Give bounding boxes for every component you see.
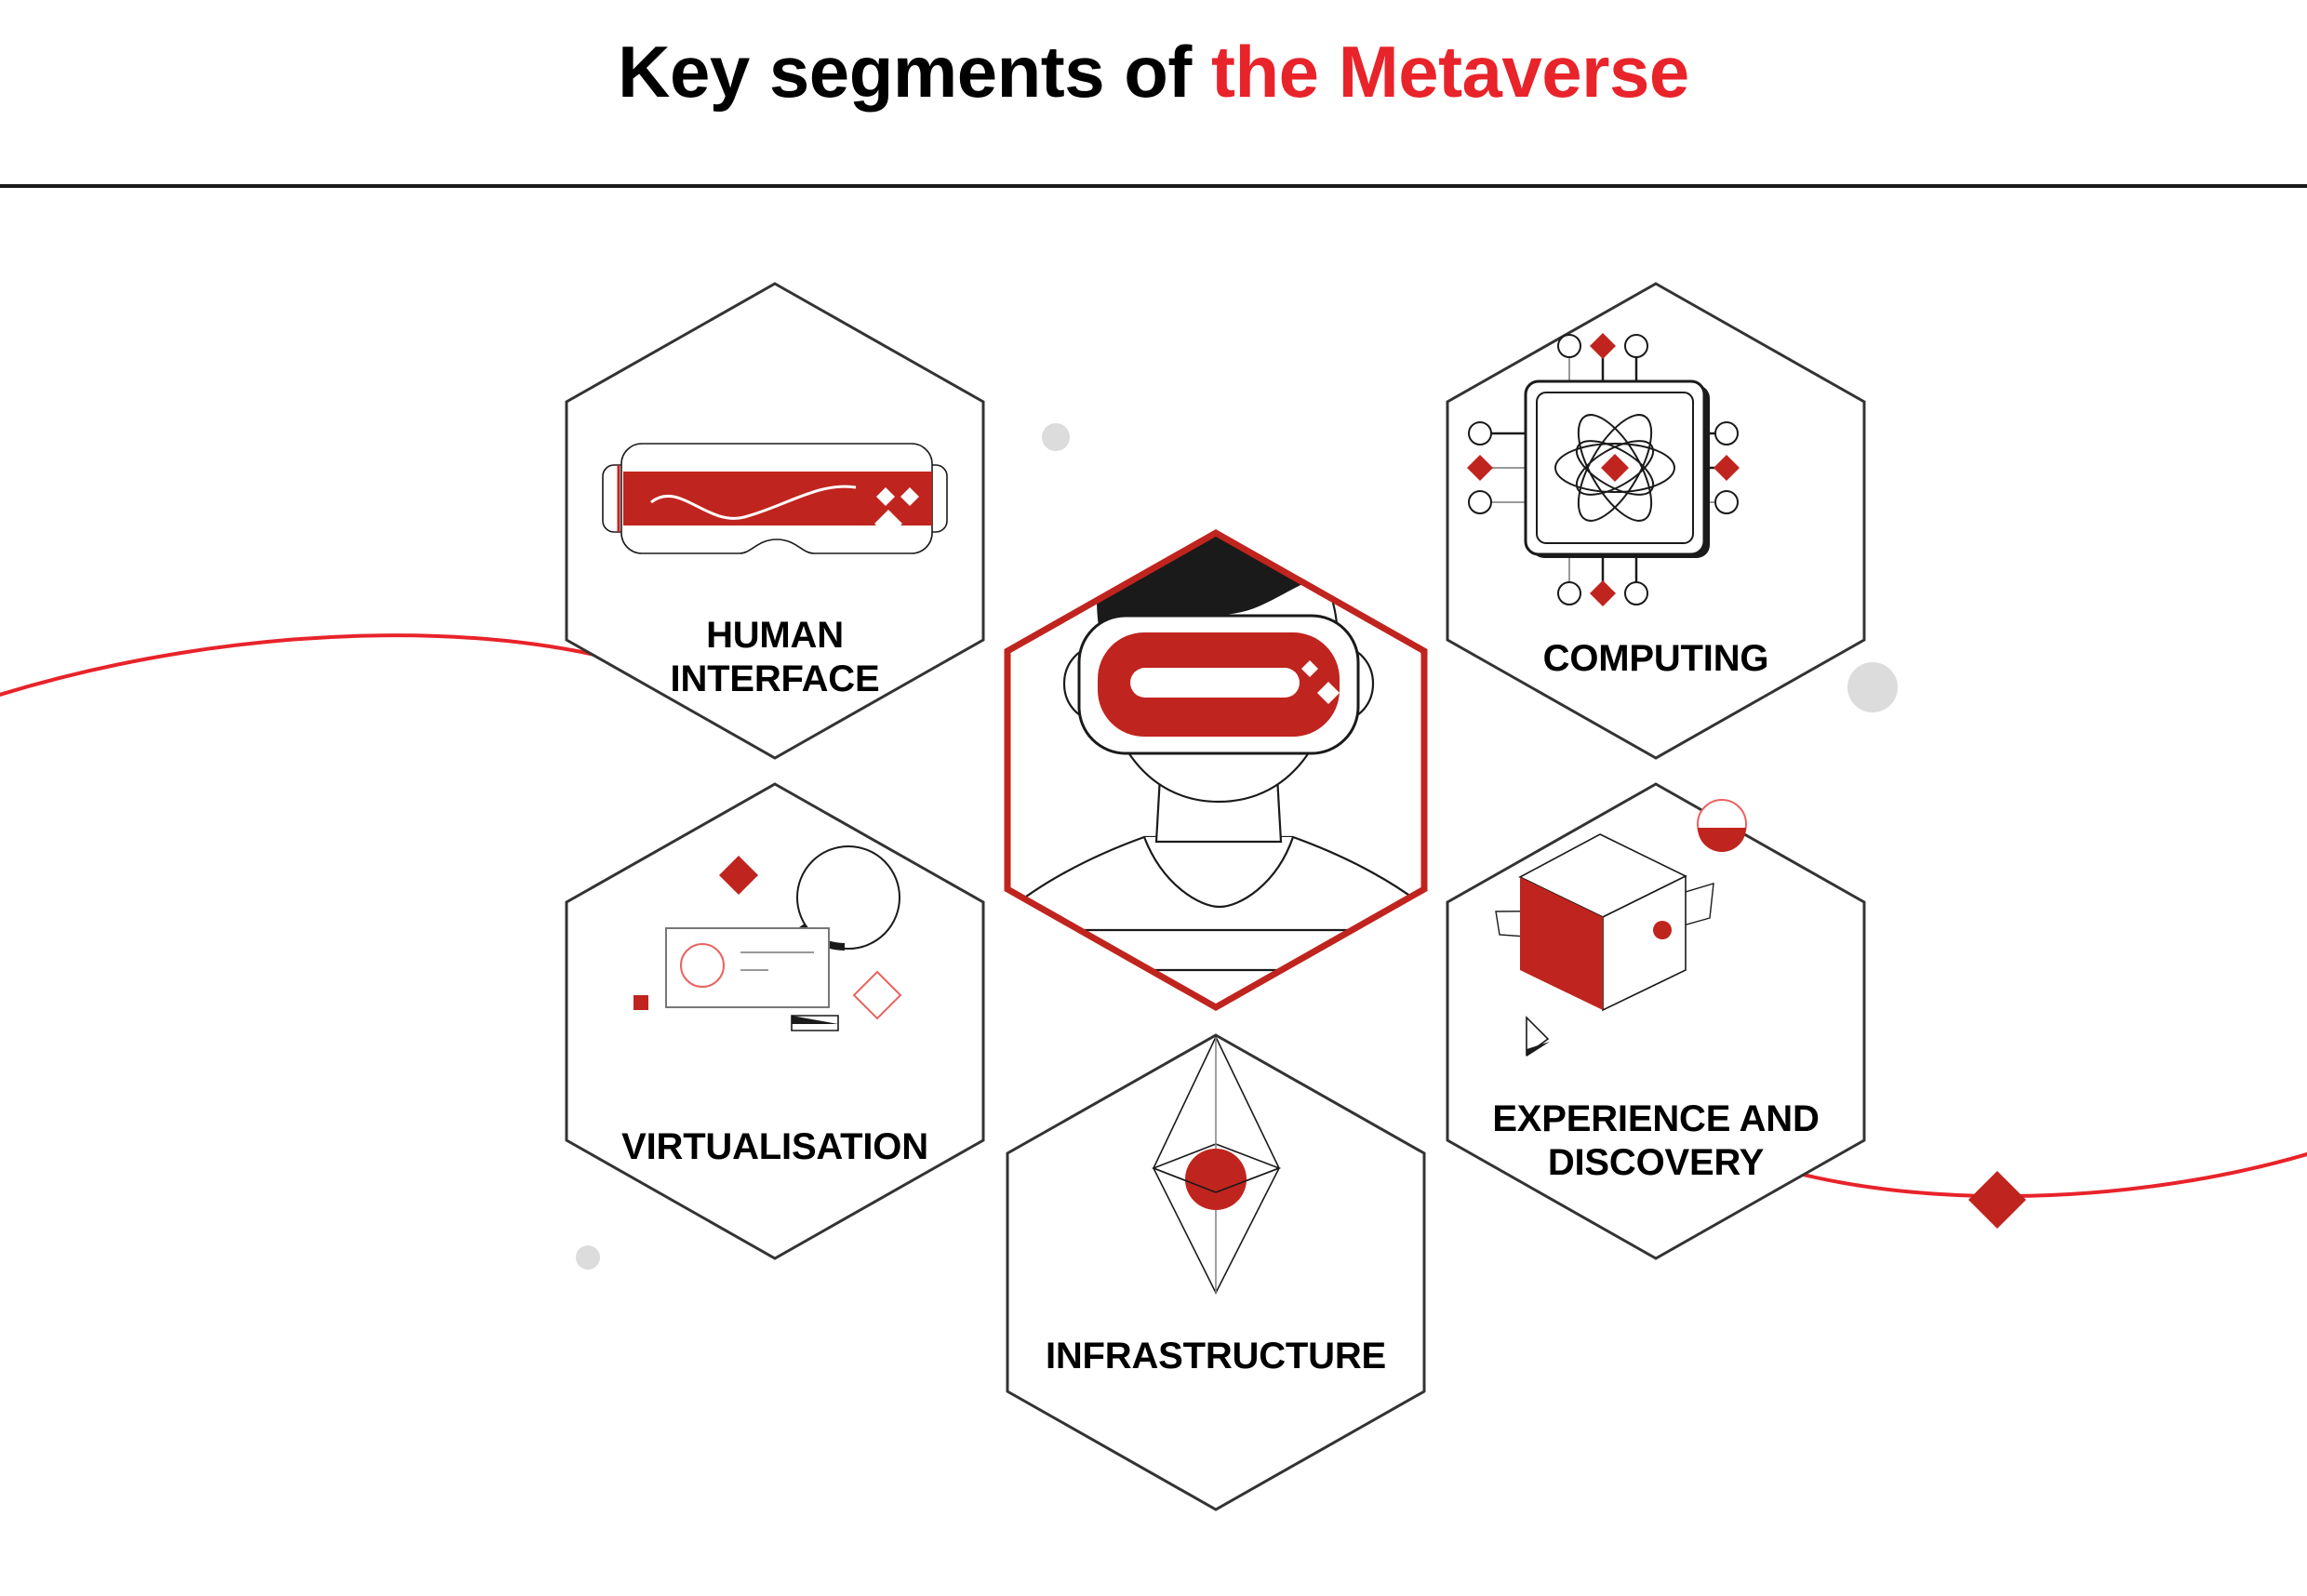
circle-outline-shape	[796, 845, 900, 950]
gray-dot-large-right	[1847, 662, 1898, 712]
label-computing: COMPUTING	[1542, 638, 1769, 679]
label-virtualisation: VIRTUALISATION	[621, 1126, 928, 1167]
cursor-triangle-shadow	[1527, 1042, 1550, 1057]
vr-goggles-icon	[602, 443, 948, 554]
id-card-shape	[665, 927, 830, 1008]
label-human-interface: HUMAN INTERFACE	[670, 615, 880, 700]
gray-dot-small-top	[1042, 423, 1070, 451]
octahedron-sphere-icon	[1151, 1035, 1282, 1295]
metaverse-user-group[interactable]	[982, 452, 1466, 1050]
id-card-shapes-icon	[633, 845, 902, 1031]
hexagon-center-border	[1004, 528, 1428, 1012]
visor-slot	[1130, 668, 1300, 698]
red-square-shape	[633, 995, 648, 1010]
cube-red-dot	[1653, 921, 1672, 939]
isometric-cube-icon	[1495, 799, 1747, 1057]
red-diamond-shape	[719, 856, 758, 895]
visor-sparkle-small	[1301, 660, 1318, 677]
equator-edge-right	[1215, 1167, 1280, 1193]
core-sphere	[1185, 1149, 1247, 1210]
page-title-accent: the Metaverse	[1211, 31, 1689, 113]
cube-front-face-red	[1520, 877, 1603, 1010]
visor-sparkle-large	[1317, 682, 1340, 704]
label-infrastructure: INFRASTRUCTURE	[1045, 1336, 1387, 1377]
red-arc-left	[0, 633, 671, 698]
page-title: Key segments of the Metaverse	[0, 35, 2307, 108]
outline-diamond-shape	[852, 970, 902, 1020]
label-experience-discovery: EXPERIENCE AND DISCOVERY	[1492, 1098, 1820, 1184]
page-title-primary: Key segments of	[618, 31, 1212, 113]
card-avatar-circle	[680, 943, 725, 988]
equator-edge-left	[1153, 1167, 1217, 1193]
red-arc-right	[1780, 1151, 2307, 1199]
bar-shadow	[792, 1016, 838, 1024]
hexagon-virtualisation[interactable]	[565, 782, 985, 1260]
header-divider	[0, 184, 2307, 188]
gray-dot-small-bottom-left	[576, 1245, 600, 1270]
collar	[1142, 836, 1295, 909]
half-circle-fill	[1698, 828, 1746, 852]
hexagon-experience-discovery[interactable]	[1446, 782, 1866, 1260]
cpu-atom-icon	[1467, 333, 1740, 606]
red-diamond-right	[1968, 1171, 2026, 1229]
